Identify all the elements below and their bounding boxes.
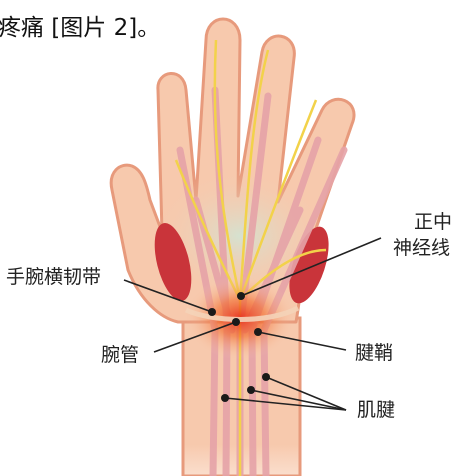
dot-tendon-2 xyxy=(247,386,255,394)
dot-carpal-tunnel xyxy=(232,318,240,326)
median-nerve-label-2: 神经线 xyxy=(393,237,450,259)
tendons-label: 肌腱 xyxy=(357,399,395,421)
tendon-sheath-label: 腱鞘 xyxy=(355,342,393,364)
carpal-tunnel-label: 腕管 xyxy=(101,344,139,366)
dot-tendon-sheath xyxy=(254,328,262,336)
median-nerve-label-1: 正中 xyxy=(414,211,452,233)
dot-transverse-ligament xyxy=(208,308,216,316)
transverse-ligament-label: 手腕横韧带 xyxy=(6,266,101,288)
dot-median-nerve xyxy=(237,292,245,300)
dot-tendon-1 xyxy=(262,373,270,381)
dot-tendon-3 xyxy=(221,394,229,402)
